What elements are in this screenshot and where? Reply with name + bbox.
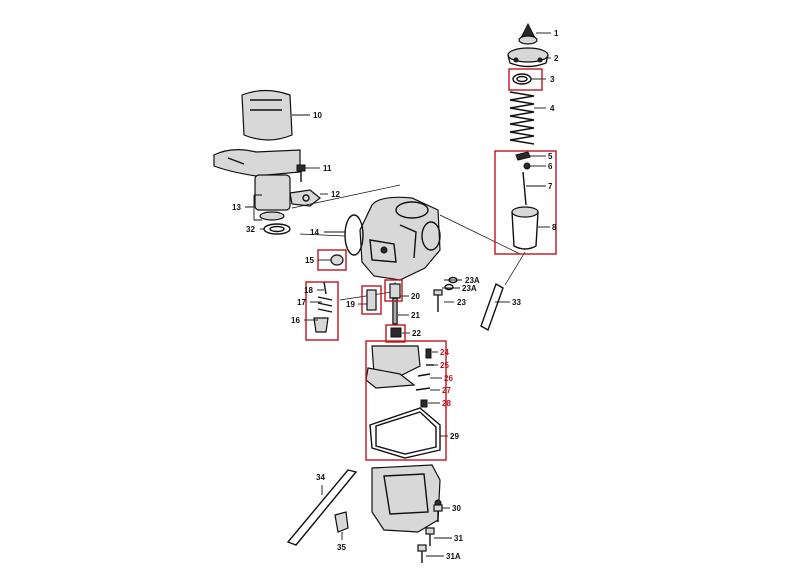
callout-28: 28	[442, 399, 451, 408]
callout-15: 15	[305, 256, 314, 265]
callout-23a-upper: 23A	[465, 276, 480, 285]
highlight-part-15	[317, 249, 347, 271]
leader-lines	[245, 32, 551, 557]
highlight-parts-5-8	[494, 150, 557, 255]
throttle-spring	[509, 91, 535, 145]
callout-34: 34	[316, 473, 325, 482]
carburetor-body	[359, 196, 441, 281]
choke-cover	[241, 89, 293, 141]
callout-2: 2	[554, 54, 559, 63]
cap-o-ring	[512, 73, 532, 85]
callout-35: 35	[337, 543, 346, 552]
callout-10: 10	[313, 111, 322, 120]
choke-screw	[296, 164, 306, 182]
callout-26: 26	[444, 374, 453, 383]
right-small-screws	[433, 276, 458, 312]
callout-29: 29	[450, 432, 459, 441]
float-assembly	[365, 345, 434, 408]
callout-labels: 1 2 3 4 5 6 7 8 10 11 12 13 32 14 15 23A…	[232, 29, 559, 561]
overflow-tube	[480, 282, 504, 332]
choke-gasket	[263, 223, 291, 235]
callout-31a: 31A	[446, 552, 461, 561]
callout-33: 33	[512, 298, 521, 307]
intake-o-ring	[344, 214, 364, 256]
callout-32: 32	[246, 225, 255, 234]
float-bowl-gasket	[369, 407, 441, 459]
highlight-boxes	[305, 68, 557, 461]
throttle-slide	[504, 206, 539, 286]
callout-21: 21	[411, 311, 420, 320]
choke-lever	[213, 149, 301, 177]
top-cap	[507, 47, 549, 68]
pilot-jet	[366, 289, 377, 311]
highlight-float-group	[365, 340, 447, 461]
callout-11: 11	[323, 164, 332, 173]
callout-23: 23	[457, 298, 466, 307]
needle-jet	[389, 283, 401, 325]
callout-13: 13	[232, 203, 241, 212]
callout-30: 30	[452, 504, 461, 513]
highlight-part-3	[508, 68, 543, 91]
callout-22: 22	[412, 329, 421, 338]
callout-16: 16	[291, 316, 300, 325]
float-bowl	[371, 464, 442, 533]
callout-7: 7	[548, 182, 553, 191]
callout-4: 4	[550, 104, 555, 113]
callout-18: 18	[304, 286, 313, 295]
drain-fitting	[334, 511, 349, 533]
callout-6: 6	[548, 162, 553, 171]
cap-top-knob	[518, 22, 538, 45]
main-jet	[390, 327, 402, 338]
callout-20: 20	[411, 292, 420, 301]
callout-3: 3	[550, 75, 555, 84]
callout-17: 17	[297, 298, 306, 307]
jet-needle	[522, 171, 527, 206]
highlight-parts-16-18	[305, 281, 339, 341]
callout-19: 19	[346, 300, 355, 309]
choke-plunger	[254, 174, 291, 221]
highlight-part-20	[384, 279, 403, 302]
callout-12: 12	[331, 190, 340, 199]
callout-1: 1	[554, 29, 559, 38]
body-drain-screw	[330, 254, 344, 266]
highlight-part-22	[385, 324, 406, 343]
idle-screw-assembly	[313, 281, 333, 333]
callout-5: 5	[548, 152, 553, 161]
needle-clip	[515, 151, 531, 170]
drain-tube	[286, 469, 358, 546]
callout-25: 25	[440, 361, 449, 370]
highlight-part-19	[361, 285, 382, 315]
callout-8: 8	[552, 223, 557, 232]
callout-27: 27	[442, 386, 451, 395]
choke-plate	[289, 189, 321, 207]
callout-24: 24	[440, 348, 449, 357]
callout-31: 31	[454, 534, 463, 543]
callout-14: 14	[310, 228, 319, 237]
callout-23a-lower: 23A	[462, 284, 477, 293]
